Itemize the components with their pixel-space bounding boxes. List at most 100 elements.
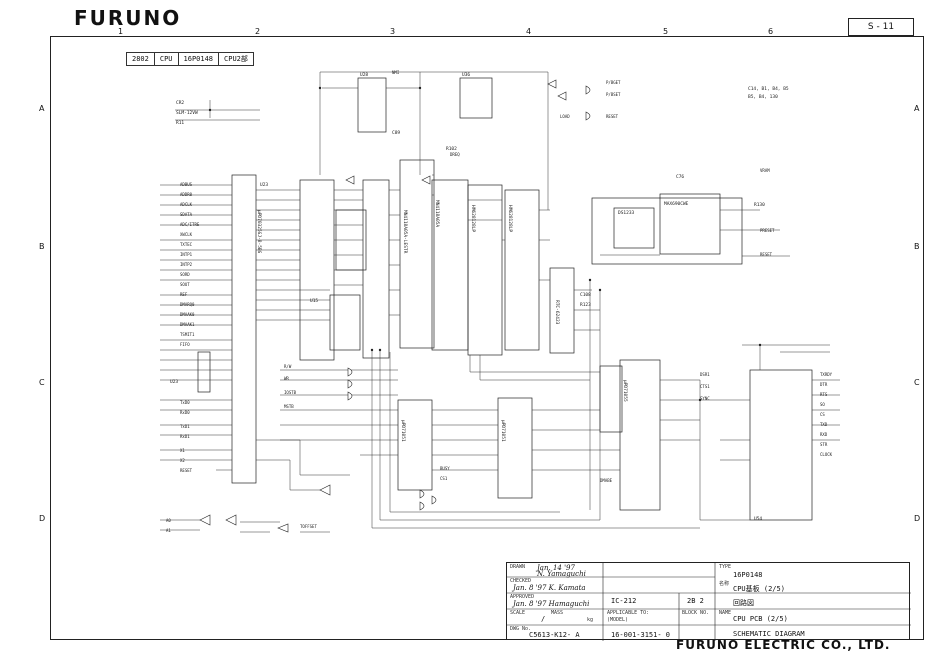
and-gates-a — [585, 85, 591, 121]
svg-text:TxD1: TxD1 — [180, 424, 190, 429]
column-label-1: 1 — [118, 27, 124, 36]
svg-text:RxD0: RxD0 — [180, 410, 190, 415]
drawn-label: DRAWN — [510, 564, 526, 570]
type-label: TYPE — [719, 564, 732, 570]
buffer-gate-6 — [199, 514, 211, 526]
svg-text:TXTEC: TXTEC — [180, 242, 193, 247]
svg-text:P/BSET: P/BSET — [606, 92, 621, 97]
svg-text:SDATA: SDATA — [180, 212, 193, 217]
ic-block-u28 — [357, 77, 387, 133]
svg-text:RESET: RESET — [760, 252, 773, 257]
svg-text:RTC-62423: RTC-62423 — [554, 300, 560, 325]
company-name: FURUNO ELECTRIC CO., LTD. — [676, 638, 891, 652]
svg-text:TSMIT1: TSMIT1 — [180, 332, 195, 337]
svg-text:P/BGET: P/BGET — [606, 80, 621, 85]
mass-unit: kg — [587, 617, 594, 623]
svg-text:RxD1: RxD1 — [180, 434, 190, 439]
svg-text:TOFFSET: TOFFSET — [300, 524, 317, 529]
ic-block-u31 — [399, 159, 435, 349]
buffer-gate-3 — [547, 79, 557, 89]
column-label-6: 6 — [768, 27, 774, 36]
svg-text:DMABE: DMABE — [600, 478, 613, 483]
svg-text:MAX690CWE: MAX690CWE — [664, 201, 689, 207]
column-label-5: 5 — [663, 27, 669, 36]
svg-text:BUSY: BUSY — [440, 466, 450, 471]
drawn-by: N. Yamaguchi — [537, 570, 586, 578]
svg-text:SLM-12VW: SLM-12VW — [176, 110, 198, 116]
svg-text:CS1: CS1 — [440, 476, 448, 481]
svg-text:FIFO: FIFO — [180, 342, 190, 347]
svg-text:DSR1: DSR1 — [700, 372, 710, 377]
svg-text:VRAM: VRAM — [760, 168, 770, 173]
svg-text:ADDR0: ADDR0 — [180, 192, 193, 197]
svg-text:X1: X1 — [180, 448, 185, 453]
checked-by: Jan. 8 '97 K. Kamata — [513, 584, 586, 592]
svg-text:TXRDY: TXRDY — [820, 372, 833, 377]
svg-text:STR: STR — [820, 442, 828, 447]
buffer-gate-4 — [557, 91, 567, 101]
svg-text:MSTB: MSTB — [284, 404, 294, 409]
svg-text:RESET: RESET — [180, 468, 193, 473]
svg-text:A1: A1 — [166, 528, 171, 533]
drawing-frame — [50, 36, 924, 640]
buffer-gate-1 — [345, 175, 355, 185]
ic-block-u53 — [497, 397, 533, 499]
svg-text:HM628128LP: HM628128LP — [470, 205, 476, 232]
ic-block-u17 — [659, 193, 721, 255]
svg-text:X2: X2 — [180, 458, 185, 463]
svg-text:B5, B4, 130: B5, B4, 130 — [748, 94, 778, 100]
svg-text:PRESET: PRESET — [760, 228, 775, 233]
row-label-d-left: D — [39, 514, 46, 523]
model-label: (MODEL) — [607, 617, 629, 623]
svg-text:DREQ: DREQ — [450, 152, 460, 157]
scale-value: / — [541, 615, 546, 623]
svg-text:RESET: RESET — [606, 114, 619, 119]
row-label-a-right: A — [914, 104, 920, 113]
ic-block-u2 — [613, 207, 655, 249]
block-number: 2B 2 — [687, 597, 704, 605]
ic-block-u54 — [749, 369, 813, 521]
svg-text:DS1233: DS1233 — [618, 210, 635, 216]
svg-text:DMAAK0: DMAAK0 — [180, 312, 195, 317]
column-label-4: 4 — [526, 27, 532, 36]
svg-text:U15: U15 — [310, 298, 318, 304]
row-label-c-left: C — [39, 378, 45, 387]
buffer-gate-8 — [277, 523, 289, 533]
cpu-u23-body — [231, 174, 257, 484]
svg-text:A0: A0 — [166, 518, 171, 523]
type-value: 16P0148 — [733, 571, 763, 579]
row-label-d-right: D — [914, 514, 921, 523]
svg-text:U54: U54 — [754, 516, 762, 522]
name-label: NAME — [719, 610, 732, 616]
svg-text:ADC/ITRE: ADC/ITRE — [180, 222, 200, 227]
ic-block-u52 — [397, 399, 433, 491]
approved-by: Jan. 8 '97 Hamaguchi — [513, 600, 590, 608]
row-label-b-right: B — [914, 242, 920, 251]
block-label: BLOCK NO. — [682, 610, 710, 616]
svg-text:μPD70325GJ-8-5BG: μPD70325GJ-8-5BG — [256, 210, 262, 254]
svg-text:R11: R11 — [176, 120, 184, 126]
buffer-gate-2 — [421, 175, 431, 185]
svg-text:REF: REF — [180, 292, 188, 297]
svg-text:R130: R130 — [754, 202, 765, 208]
svg-text:DTR: DTR — [820, 382, 828, 387]
svg-text:C89: C89 — [392, 130, 400, 136]
svg-text:U28: U28 — [360, 72, 368, 78]
dip-switch-sw1 — [197, 351, 211, 393]
svg-text:SYNC: SYNC — [700, 396, 710, 401]
svg-text:C108: C108 — [580, 292, 591, 298]
svg-text:μPD71055: μPD71055 — [622, 380, 628, 402]
approved-label: APPROVED — [510, 594, 535, 600]
sheet-en: SCHEMATIC DIAGRAM — [733, 630, 805, 638]
svg-text:ADBUS: ADBUS — [180, 182, 193, 187]
svg-text:MN4118A05A: MN4118A05A — [434, 200, 440, 227]
svg-text:CLOCK: CLOCK — [820, 452, 833, 457]
buffer-gate-5 — [319, 484, 331, 496]
applicable-label: APPLICABLE TO: — [607, 610, 650, 616]
ic-block-u40 — [549, 267, 575, 354]
strip-type: 16P0148 — [179, 53, 220, 65]
svg-text:INTP1: INTP1 — [180, 252, 193, 257]
title-block: DRAWN Jan. 14 '97 N. Yamaguchi CHECKED J… — [506, 562, 911, 641]
sheet-title-strip: 2802 CPU 16P0148 CPU2部 — [126, 52, 254, 66]
